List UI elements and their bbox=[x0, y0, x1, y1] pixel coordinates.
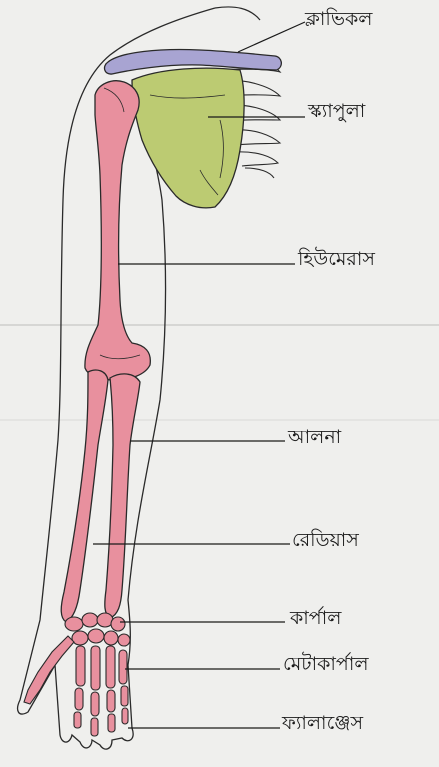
carpal-bones bbox=[65, 613, 130, 646]
finger-bone bbox=[107, 690, 115, 712]
label-metacarpal: মেটাকার্পাল bbox=[283, 655, 369, 674]
finger-bone bbox=[91, 692, 99, 716]
finger-bone bbox=[74, 712, 81, 728]
finger-bone bbox=[76, 646, 85, 686]
radius-bone bbox=[61, 370, 108, 622]
shoulder-outline bbox=[215, 7, 260, 20]
label-humerus: হিউমেরাস bbox=[298, 250, 375, 269]
finger-bone bbox=[108, 714, 115, 732]
finger-bone bbox=[106, 646, 115, 688]
finger-bone bbox=[91, 646, 100, 690]
label-phalanges: ফ্যালাঞ্জেস bbox=[282, 714, 363, 733]
ulna-bone bbox=[105, 374, 140, 618]
hand-bones bbox=[24, 636, 128, 736]
label-ulna: আলনা bbox=[288, 428, 341, 447]
label-carpal: কার্পাল bbox=[290, 609, 341, 628]
label-clavicle: ক্লাভিকল bbox=[305, 10, 372, 29]
finger-bone bbox=[119, 650, 127, 684]
thumb-bones bbox=[24, 636, 74, 704]
scapula-bone bbox=[132, 68, 244, 208]
leader-line-clavicle bbox=[238, 22, 305, 52]
label-scapula: স্ক্যাপুলা bbox=[308, 102, 365, 121]
finger-bone bbox=[75, 688, 83, 710]
finger-bone bbox=[122, 708, 128, 724]
finger-bone bbox=[121, 686, 128, 706]
label-radius: রেডিয়াস bbox=[292, 531, 359, 550]
finger-bone bbox=[91, 718, 98, 736]
